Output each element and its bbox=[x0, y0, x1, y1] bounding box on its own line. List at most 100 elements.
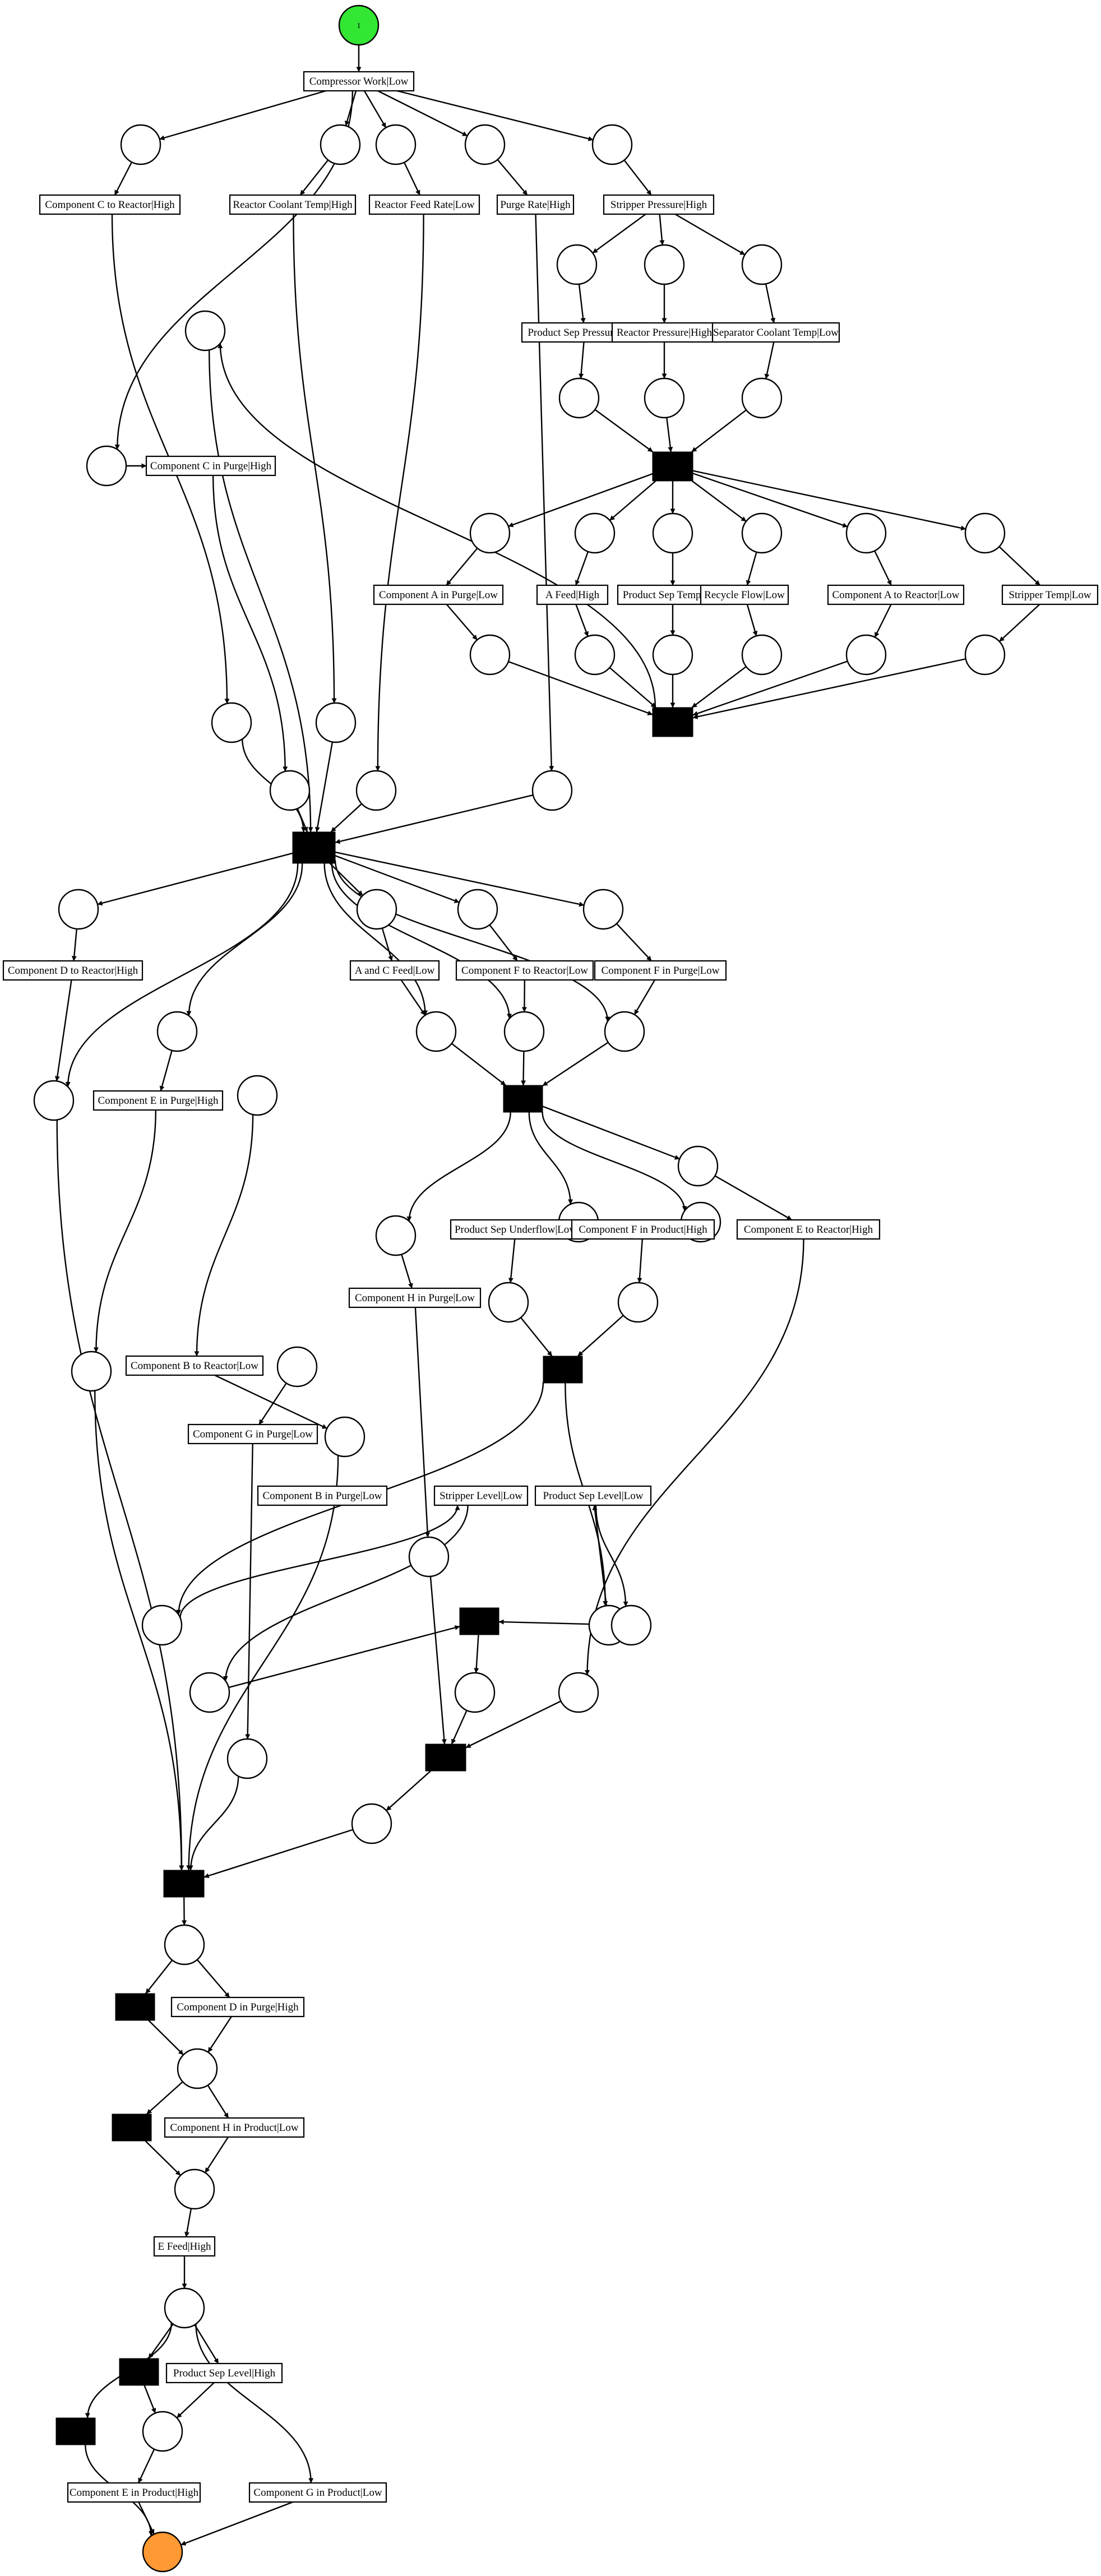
transition-box bbox=[125, 1355, 264, 1376]
transition-af: A Feed|High bbox=[536, 584, 609, 605]
arc-s3-to-p32 bbox=[329, 863, 363, 896]
transition-box bbox=[165, 2362, 283, 2384]
arc-p37-to-s4 bbox=[521, 1051, 526, 1086]
transition-label: Product Sep Underflow|Low bbox=[455, 1224, 577, 1236]
arc-t_acf-to-p36 bbox=[400, 979, 426, 1016]
arc-p28-to-s3 bbox=[297, 808, 308, 833]
place-p61 bbox=[174, 2168, 215, 2210]
arc-p52-to-t_psl bbox=[592, 1505, 607, 1606]
transition-label: Stripper Level|Low bbox=[440, 1490, 522, 1502]
transition-label: Component F to Reactor|Low bbox=[461, 965, 588, 977]
transition-gpr: Component G in Product|Low bbox=[248, 2482, 387, 2503]
place-p7 bbox=[556, 244, 598, 285]
arc-p30-to-s3 bbox=[335, 794, 534, 844]
place-p44 bbox=[677, 1145, 719, 1187]
arc-p24-to-s2 bbox=[692, 660, 848, 716]
arc-s3-to-p39 bbox=[65, 863, 299, 1088]
arc-p39-to-s8 bbox=[56, 1120, 184, 1871]
place-p32 bbox=[356, 889, 397, 930]
transition-gip: Component G in Purge|Low bbox=[187, 1423, 318, 1445]
transition-box bbox=[67, 2482, 201, 2503]
source-place bbox=[338, 4, 380, 46]
arc-t_cw-to-p3 bbox=[363, 90, 387, 128]
transition-box bbox=[164, 2117, 305, 2138]
silent-transition bbox=[503, 1085, 543, 1113]
arc-p4-to-t_pr bbox=[497, 159, 528, 196]
place-p11 bbox=[558, 377, 600, 419]
place-p15 bbox=[574, 512, 616, 554]
silent-transition bbox=[652, 451, 693, 482]
place-p55 bbox=[558, 1672, 599, 1713]
transition-a2r: Component A to Reactor|Low bbox=[827, 584, 965, 605]
transition-label: Product Sep Temp|Low bbox=[623, 589, 723, 601]
place-p59 bbox=[164, 1924, 205, 1965]
transition-label: Reactor Feed Rate|Low bbox=[374, 199, 475, 211]
arc-p31-to-t_d2r bbox=[71, 928, 77, 961]
sink-place bbox=[142, 2531, 183, 2573]
silent-transition bbox=[115, 1993, 155, 2021]
transition-box bbox=[455, 960, 594, 981]
arc-p36-to-s4 bbox=[451, 1043, 506, 1086]
place-p33 bbox=[457, 889, 498, 930]
arc-p35-to-t_eip bbox=[159, 1050, 173, 1092]
arc-p41-to-t_hip bbox=[401, 1254, 413, 1289]
arc-s2-to-p6 bbox=[218, 343, 656, 708]
transition-label: Compressor Work|Low bbox=[309, 76, 409, 87]
arc-p27-to-s3 bbox=[314, 742, 334, 833]
transition-box bbox=[433, 1485, 529, 1506]
arc-t_pr-to-p30 bbox=[535, 214, 554, 771]
place-p39 bbox=[33, 1080, 75, 1121]
arc-p14-to-t_cap bbox=[446, 548, 478, 586]
transition-psh: Product Sep Level|High bbox=[165, 2362, 283, 2384]
transition-label: Recycle Flow|Low bbox=[704, 589, 785, 601]
transition-box bbox=[603, 194, 715, 215]
silent-transition bbox=[459, 1607, 499, 1635]
arc-t_b2r-to-p49 bbox=[214, 1374, 327, 1430]
transition-label: Component F in Purge|Low bbox=[602, 965, 720, 977]
arc-p32-to-t_acf bbox=[381, 928, 393, 961]
arc-t_af-to-p21 bbox=[575, 604, 589, 637]
places: 1 bbox=[33, 4, 1006, 2573]
place-p27 bbox=[315, 702, 357, 743]
arc-t_a2r-to-p24 bbox=[874, 604, 892, 638]
transition-box bbox=[1001, 584, 1099, 605]
place-p57 bbox=[226, 1738, 268, 1779]
transition-fip: Component F in Purge|Low bbox=[594, 960, 727, 981]
arc-s3-to-p31 bbox=[97, 852, 293, 906]
arc-p1-to-t_c2r bbox=[114, 161, 133, 196]
arc-t_dip-to-p60 bbox=[207, 2016, 232, 2053]
arc-p6-to-s3 bbox=[209, 350, 313, 833]
transition-label: Component H in Product|Low bbox=[170, 2122, 298, 2134]
transition-label: Component G in Purge|Low bbox=[193, 1428, 313, 1440]
silent-transition bbox=[425, 1743, 466, 1772]
arc-t_eip-to-p45 bbox=[93, 1109, 157, 1353]
arc-t_psl-to-p56 bbox=[595, 1505, 628, 1607]
transition-rf: Recycle Flow|Low bbox=[700, 584, 789, 605]
place-p35 bbox=[156, 1011, 198, 1052]
transition-label: Component H in Purge|Low bbox=[355, 1292, 475, 1304]
transition-box bbox=[711, 322, 840, 343]
place-p53 bbox=[189, 1672, 230, 1713]
place-p48 bbox=[617, 1282, 659, 1323]
transition-label: Purge Rate|High bbox=[500, 199, 571, 211]
transition-box bbox=[496, 194, 575, 215]
place-p12 bbox=[644, 377, 685, 419]
arc-p48-to-s5 bbox=[577, 1315, 624, 1357]
arc-p13-to-s1 bbox=[691, 409, 747, 452]
silent-transition bbox=[543, 1356, 583, 1384]
arc-s4-to-p42 bbox=[528, 1112, 573, 1205]
place-p18 bbox=[845, 512, 887, 554]
arc-p33-to-t_f2r bbox=[489, 924, 518, 961]
place-p24 bbox=[845, 634, 887, 676]
transition-box bbox=[536, 584, 609, 605]
place-p36 bbox=[415, 1011, 457, 1052]
transition-label: Component E in Purge|High bbox=[98, 1095, 219, 1107]
arc-p57-to-s8 bbox=[188, 1776, 239, 1871]
arc-p62-to-t_gpr bbox=[195, 2324, 314, 2483]
arc-p62-to-s11 bbox=[148, 2323, 174, 2359]
transition-acf: A and C Feed|Low bbox=[349, 960, 440, 981]
transition-fpr: Component F in Product|High bbox=[571, 1219, 715, 1240]
transition-box bbox=[248, 2482, 387, 2503]
arc-p59-to-s9 bbox=[145, 1959, 173, 1994]
place-p30 bbox=[531, 770, 573, 811]
